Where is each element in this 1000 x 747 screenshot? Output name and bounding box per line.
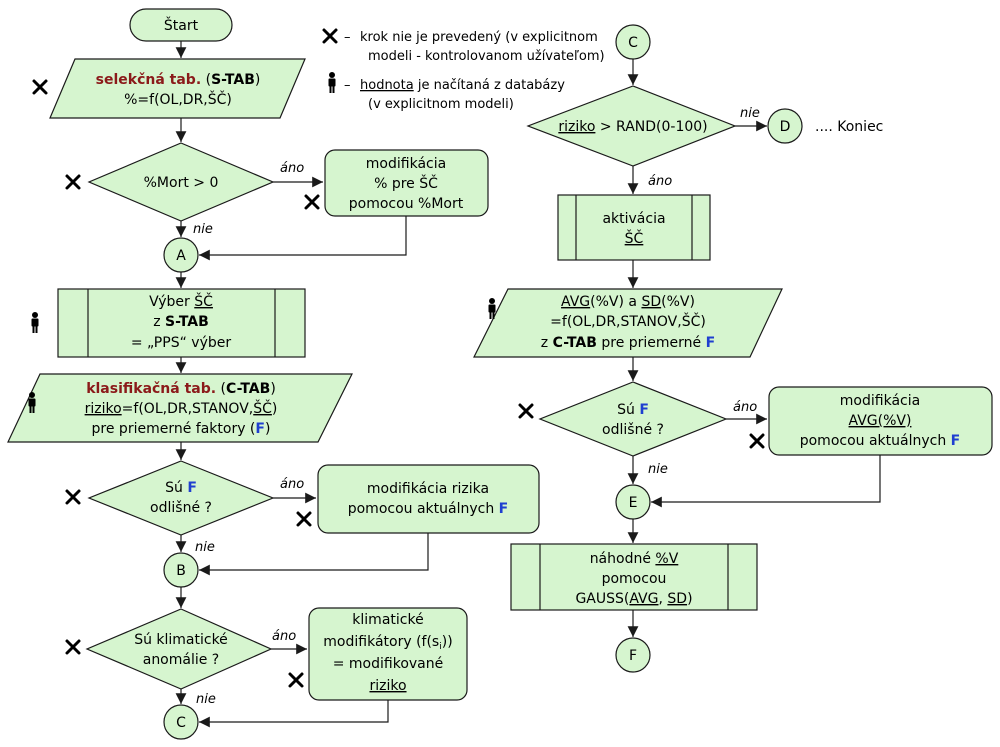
legend-dash-1: – bbox=[344, 30, 351, 45]
edge-label-ano: áno bbox=[648, 174, 672, 189]
cross-icon bbox=[749, 433, 765, 449]
connector-f bbox=[615, 637, 651, 673]
vyber-line-1: Výber ŠČ bbox=[149, 292, 213, 310]
nahodne-line-3: GAUSS(AVG, SD) bbox=[575, 591, 692, 607]
avg-line-2: =f(OL,DR,STANOV,ŠČ) bbox=[550, 312, 706, 330]
klim-line-3: = modifikované bbox=[333, 656, 444, 672]
person-legend-icon bbox=[328, 72, 336, 93]
aktivacia-process bbox=[557, 194, 711, 261]
connector-c-left bbox=[163, 704, 199, 740]
edge-label-ano: áno bbox=[280, 477, 304, 492]
decision-klim bbox=[85, 608, 273, 690]
decision-f-left-line-1: Sú F bbox=[165, 480, 197, 496]
cross-icon bbox=[65, 639, 81, 655]
ctab-line-3: pre priemerné faktory (F) bbox=[92, 421, 271, 437]
ctab-line-2: riziko=f(OL,DR,STANOV,ŠČ) bbox=[85, 399, 278, 417]
connector-b-label: B bbox=[176, 563, 186, 579]
connector-d-label: D bbox=[780, 119, 791, 135]
legend-cross-text-2: modeli - kontrolovanom užívateľom) bbox=[368, 49, 605, 64]
cross-icon bbox=[32, 79, 48, 95]
vyber-line-3: = „PPS“ výber bbox=[131, 335, 231, 351]
edge-label-nie: nie bbox=[740, 106, 760, 121]
klim-line-4: riziko bbox=[369, 678, 406, 694]
nahodne-line-2: pomocou bbox=[602, 571, 667, 587]
mod-mort-line-3: pomocou %Mort bbox=[349, 196, 464, 212]
start-label: Štart bbox=[164, 16, 199, 34]
decision-f-left-line-2: odlišné ? bbox=[150, 500, 212, 516]
edge-label-nie: nie bbox=[193, 222, 213, 237]
stab-parallelogram bbox=[49, 58, 306, 119]
person-icon bbox=[31, 312, 39, 333]
stab-line-1: selekčná tab. (S-TAB) bbox=[96, 72, 261, 88]
mod-rizika-line-2: pomocou aktuálnych F bbox=[348, 501, 509, 517]
decision-f-left bbox=[87, 460, 275, 536]
legend-cross-text-1: krok nie je prevedený (v explicitnom bbox=[360, 30, 598, 45]
vyber-process bbox=[57, 288, 306, 358]
aktivacia-line-2: ŠČ bbox=[625, 229, 644, 247]
cross-icon bbox=[65, 174, 81, 190]
nahodne-process bbox=[510, 543, 758, 611]
decision-rand-label: riziko > RAND(0-100) bbox=[558, 119, 707, 135]
connector-a-label: A bbox=[176, 248, 186, 264]
aktivacia-line-1: aktivácia bbox=[602, 211, 665, 227]
stab-line-2: %=f(OL,DR,ŠČ) bbox=[124, 90, 232, 108]
avg-line-3: z C-TAB pre priemerné F bbox=[541, 335, 715, 351]
connector-d bbox=[767, 108, 803, 144]
cross-icon bbox=[288, 672, 304, 688]
klim-line-1: klimatické bbox=[352, 612, 423, 628]
cross-legend-icon bbox=[322, 28, 338, 44]
mod-avg-line-1: modifikácia bbox=[840, 393, 920, 409]
decision-f-right-line-1: Sú F bbox=[617, 402, 649, 418]
cross-icon bbox=[304, 194, 320, 210]
mod-avg-line-2: AVG(%V) bbox=[849, 413, 912, 429]
connector-c-right-label: C bbox=[628, 35, 638, 51]
legend-dash-2: – bbox=[344, 78, 351, 93]
decision-f-right-line-2: odlišné ? bbox=[602, 422, 664, 438]
decision-klim-line-2: anomálie ? bbox=[143, 652, 220, 668]
connector-f-label: F bbox=[629, 648, 637, 664]
decision-klim-line-1: Sú klimatické bbox=[134, 632, 228, 648]
decision-mort-label: %Mort > 0 bbox=[144, 175, 219, 191]
person-icon bbox=[488, 298, 496, 319]
klim-line-2: modifikátory (f(si)) bbox=[323, 634, 452, 652]
avg-line-1: AVG(%V) a SD(%V) bbox=[561, 294, 695, 310]
connector-e-label: E bbox=[629, 495, 638, 511]
nahodne-line-1: náhodné %V bbox=[590, 551, 679, 567]
edge-label-ano: áno bbox=[272, 629, 296, 644]
mod-avg-line-3: pomocou aktuálnych F bbox=[800, 433, 961, 449]
edge-label-ano: áno bbox=[733, 400, 757, 415]
mod-mort-line-1: modifikácia bbox=[366, 156, 446, 172]
edge-label-nie: nie bbox=[648, 462, 668, 477]
edge-label-ano: áno bbox=[280, 161, 304, 176]
cross-icon bbox=[296, 511, 312, 527]
ctab-parallelogram bbox=[7, 373, 353, 443]
koniec-label: .... Koniec bbox=[815, 119, 883, 135]
vyber-line-2: z S-TAB bbox=[153, 314, 209, 330]
edge-label-nie: nie bbox=[196, 692, 216, 707]
avg-sd-parallelogram bbox=[473, 288, 783, 358]
legend-person-text-1: hodnota je načítaná z databázy bbox=[360, 78, 565, 93]
cross-icon bbox=[518, 403, 534, 419]
decision-f-right bbox=[538, 381, 728, 457]
connector-c-left-label: C bbox=[176, 715, 186, 731]
ctab-line-1: klasifikačná tab. (C-TAB) bbox=[86, 381, 276, 397]
edge-label-nie: nie bbox=[195, 540, 215, 555]
legend-person-text-2: (v explicitnom modeli) bbox=[368, 97, 514, 112]
mod-rizika-box bbox=[317, 464, 540, 534]
cross-icon bbox=[65, 489, 81, 505]
mod-rizika-line-1: modifikácia rizika bbox=[367, 481, 489, 497]
mod-mort-line-2: % pre ŠČ bbox=[374, 174, 438, 192]
